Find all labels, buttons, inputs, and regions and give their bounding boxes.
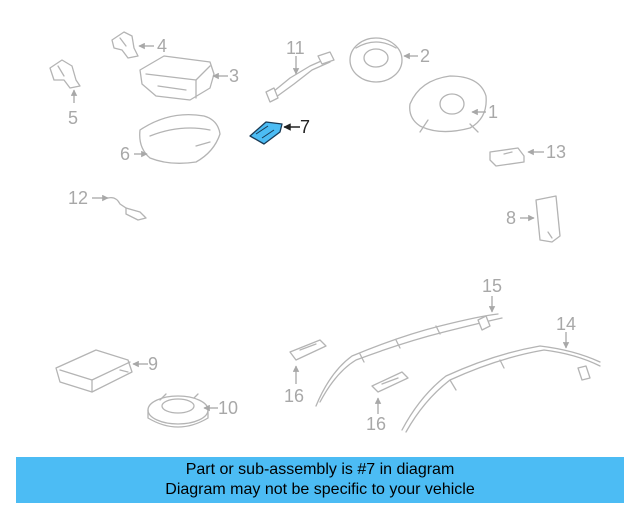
part-2-steering-airbag[interactable] bbox=[349, 37, 403, 83]
part-1-steering-wheel-airbag[interactable] bbox=[409, 75, 487, 133]
callout-11: 11 bbox=[286, 38, 305, 58]
callout-14: 14 bbox=[556, 314, 576, 334]
callout-5: 5 bbox=[68, 108, 78, 128]
callout-12: 12 bbox=[68, 188, 88, 208]
parts-diagram: 4 5 3 6 12 7 11 bbox=[49, 31, 601, 434]
banner-line-1: Part or sub-assembly is #7 in diagram bbox=[185, 461, 455, 478]
callout-15: 15 bbox=[482, 276, 502, 296]
part-13-connector[interactable] bbox=[489, 147, 525, 167]
part-15-curtain-airbag[interactable] bbox=[315, 313, 503, 407]
banner-line-2: Diagram may not be specific to your vehi… bbox=[165, 481, 475, 498]
callout-13: 13 bbox=[546, 142, 566, 162]
callout-6: 6 bbox=[120, 144, 130, 164]
callout-7: 7 bbox=[300, 117, 310, 137]
callout-2: 2 bbox=[420, 46, 430, 66]
callout-16-upper: 16 bbox=[284, 386, 304, 406]
callout-1: 1 bbox=[488, 102, 498, 122]
part-8-control-unit[interactable] bbox=[535, 195, 561, 243]
part-11-harness[interactable] bbox=[265, 51, 335, 103]
part-4-bracket[interactable] bbox=[111, 31, 139, 59]
part-6-airbag-cover[interactable] bbox=[139, 113, 221, 164]
callout-9: 9 bbox=[148, 354, 158, 374]
part-14-curtain-airbag[interactable] bbox=[401, 345, 601, 433]
part-5-bracket[interactable] bbox=[49, 59, 81, 89]
part-12-sensor[interactable] bbox=[107, 196, 147, 221]
callout-4: 4 bbox=[157, 36, 167, 56]
part-9-control-module[interactable] bbox=[55, 349, 133, 393]
callout-8: 8 bbox=[506, 208, 516, 228]
part-10-clock-spring[interactable] bbox=[147, 393, 209, 428]
callout-10: 10 bbox=[218, 398, 238, 418]
part-16-bracket-lower[interactable] bbox=[371, 371, 409, 393]
part-3-airbag-module[interactable] bbox=[139, 55, 215, 101]
info-banner: Part or sub-assembly is #7 in diagram Di… bbox=[16, 457, 624, 503]
callout-16-lower: 16 bbox=[366, 414, 386, 434]
callout-3: 3 bbox=[229, 66, 239, 86]
part-7-sensor-highlighted[interactable] bbox=[249, 121, 283, 145]
part-16-bracket-upper[interactable] bbox=[289, 339, 327, 361]
